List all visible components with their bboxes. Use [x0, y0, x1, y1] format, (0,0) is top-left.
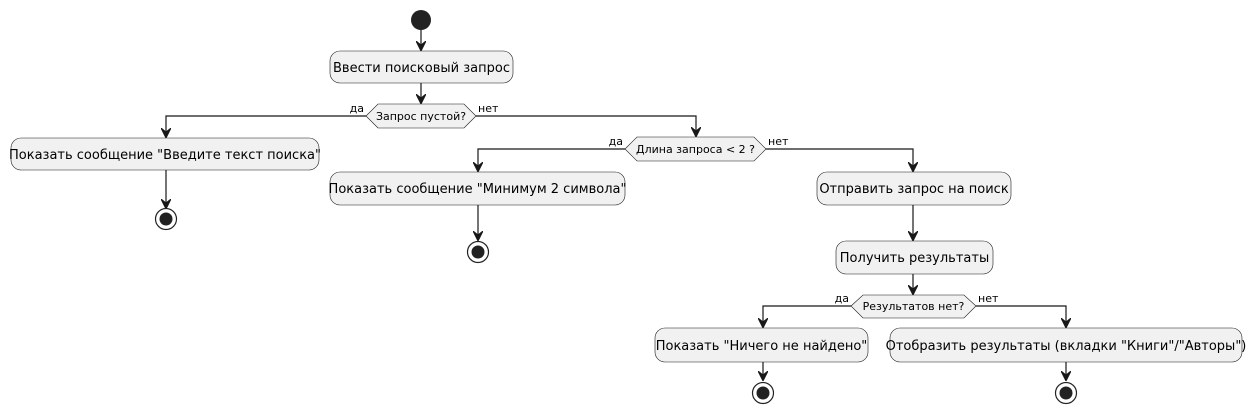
decision-no-results-yes-label: да: [835, 292, 849, 305]
edges: [166, 30, 1066, 380]
action-show-min-chars: Показать сообщение "Минимум 2 символа": [329, 171, 627, 206]
decision-query-empty-no-label: нет: [478, 102, 499, 115]
action-show-min-chars-label: Показать сообщение "Минимум 2 символа": [329, 182, 627, 197]
action-send-query-label: Отправить запрос на поиск: [819, 182, 1009, 197]
decision-query-length: Длина запроса < 2 ? да нет: [609, 135, 789, 162]
decision-query-length-label: Длина запроса < 2 ?: [636, 143, 755, 156]
edge-decision1-yes: [166, 115, 366, 137]
decision-query-empty-yes-label: да: [350, 102, 364, 115]
decision-query-length-yes-label: да: [609, 135, 623, 148]
action-get-results-label: Получить результаты: [840, 251, 989, 266]
action-display-results: Отобразить результаты (вкладки "Книги"/"…: [886, 327, 1247, 363]
action-show-nothing-found-label: Показать "Ничего не найдено": [656, 339, 868, 354]
edge-decision3-no: [976, 305, 1066, 327]
decision-query-length-no-label: нет: [768, 135, 789, 148]
decision-query-empty: Запрос пустой? да нет: [350, 102, 499, 129]
action-enter-query: Ввести поисковый запрос: [329, 50, 514, 84]
edge-decision3-yes: [763, 305, 851, 327]
end-node: [751, 381, 775, 405]
edge-decision1-no: [476, 115, 696, 136]
action-show-enter-text-label: Показать сообщение "Введите текст поиска…: [9, 148, 321, 163]
action-send-query: Отправить запрос на поиск: [816, 171, 1012, 206]
end-node: [466, 240, 490, 264]
decision-query-empty-label: Запрос пустой?: [376, 110, 466, 123]
decision-no-results: Результатов нет? да нет: [835, 292, 999, 319]
action-enter-query-label: Ввести поисковый запрос: [333, 61, 510, 76]
decision-no-results-label: Результатов нет?: [863, 300, 965, 313]
edge-decision2-yes: [478, 148, 625, 171]
edge-decision2-no: [766, 148, 913, 171]
action-get-results: Получить результаты: [835, 240, 994, 275]
end-node: [154, 207, 178, 231]
action-display-results-label: Отобразить результаты (вкладки "Книги"/"…: [886, 339, 1247, 354]
action-show-enter-text: Показать сообщение "Введите текст поиска…: [9, 137, 321, 171]
end-node: [1054, 381, 1078, 405]
decision-no-results-no-label: нет: [978, 292, 999, 305]
action-show-nothing-found: Показать "Ничего не найдено": [654, 327, 869, 363]
start-node: [411, 10, 431, 30]
